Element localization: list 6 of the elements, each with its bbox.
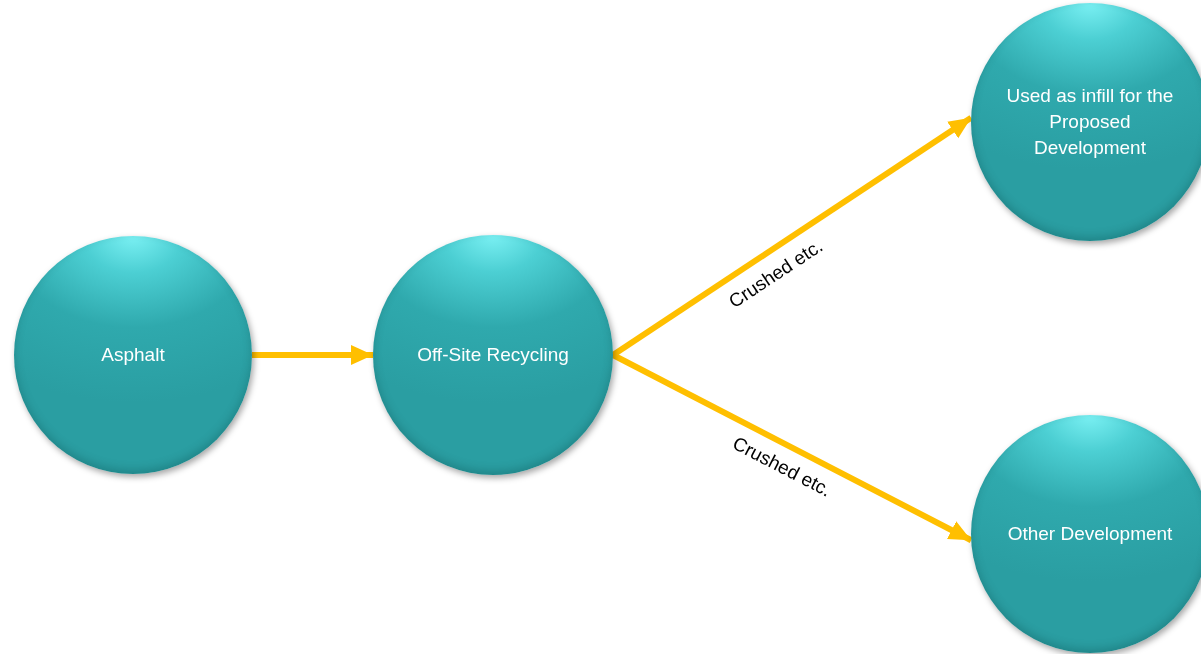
- arrow: [252, 345, 373, 365]
- node-label: Other Development: [1006, 522, 1174, 546]
- arrow: [611, 352, 973, 543]
- node-label: Used as infill for the Proposed Development: [1005, 84, 1175, 160]
- node-label: Off-Site Recycling: [416, 343, 570, 367]
- node-label: Asphalt: [100, 343, 166, 367]
